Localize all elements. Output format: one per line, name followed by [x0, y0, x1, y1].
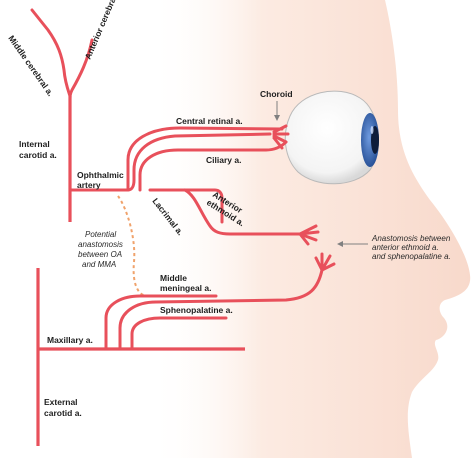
- central-retinal-artery: [126, 126, 284, 192]
- choroid-branches: [272, 124, 290, 150]
- maxillary-label: Maxillary a.: [47, 335, 93, 345]
- potential-label-2: anastomosis: [78, 240, 123, 249]
- middle-meningeal-label-2: meningeal a.: [160, 283, 212, 293]
- potential-label-4: and MMA: [82, 260, 116, 269]
- ethmoid-terminal-branches: [298, 224, 320, 246]
- ophthalmic-label-2: artery: [77, 180, 101, 190]
- ophthalmic-label-1: Ophthalmic: [77, 170, 124, 180]
- external-carotid-label-2: carotid a.: [44, 408, 82, 418]
- ophthalmic-artery: [68, 132, 272, 192]
- middle-cerebral-artery: [30, 8, 72, 98]
- eye: [284, 90, 379, 185]
- internal-carotid-label-1: Internal: [19, 139, 50, 149]
- potential-label-1: Potential: [85, 230, 116, 239]
- potential-anastomosis-dashed: [117, 195, 149, 297]
- internal-carotid-system: [30, 8, 320, 246]
- middle-cerebral-label: Middle cerebral a.: [6, 33, 55, 98]
- anastomosis-label-3: and sphenopalatine a.: [372, 252, 451, 261]
- anastomosis-label-2: anterior ethmoid a.: [372, 243, 439, 252]
- middle-meningeal-artery-2: [118, 268, 324, 351]
- internal-carotid-label-2: carotid a.: [19, 150, 57, 160]
- anterior-ethmoid-artery: [183, 188, 302, 236]
- choroid-label: Choroid: [260, 89, 293, 99]
- external-carotid-system: [36, 252, 336, 446]
- sphenopalatine-label: Sphenopalatine a.: [160, 305, 233, 315]
- lacrimal-artery: [148, 188, 224, 224]
- anastomosis-label-1: Anastomosis between: [371, 234, 451, 243]
- sphenopalatine-artery: [130, 316, 228, 351]
- eye-sclera: [284, 90, 379, 185]
- middle-meningeal-label-1: Middle: [160, 273, 187, 283]
- anterior-cerebral-label: Anterior cerebral a.: [83, 0, 123, 61]
- eye-pupil: [371, 126, 379, 154]
- external-carotid-label-1: External: [44, 397, 78, 407]
- middle-meningeal-artery: [104, 294, 218, 351]
- central-retinal-label: Central retinal a.: [176, 116, 243, 126]
- ciliary-label: Ciliary a.: [206, 155, 241, 165]
- sphenopalatine-terminal-branches: [314, 252, 336, 272]
- eye-highlight: [370, 126, 374, 134]
- potential-label-3: between OA: [78, 250, 122, 259]
